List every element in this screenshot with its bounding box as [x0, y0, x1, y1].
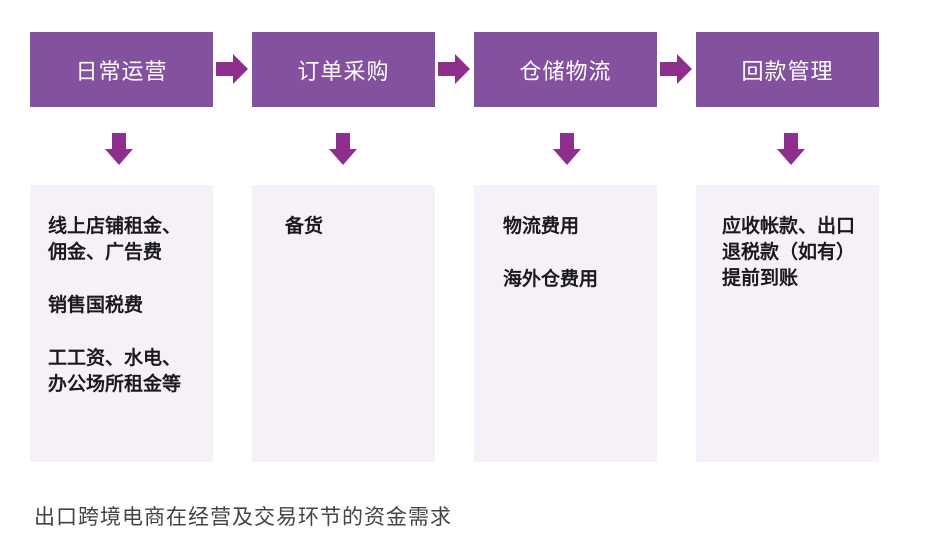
- detail-box-warehouse-logistics: 物流费用 海外仓费用: [474, 185, 657, 462]
- stage-header-daily-operations: 日常运营: [30, 32, 213, 107]
- down-arrow-icon: [105, 133, 133, 165]
- diagram-caption: 出口跨境电商在经营及交易环节的资金需求: [34, 505, 452, 529]
- detail-list: 应收帐款、出口退税款（如有）提前到账: [722, 213, 857, 318]
- right-arrow-icon: [660, 54, 692, 84]
- down-arrow-icon: [329, 133, 357, 165]
- detail-list: 备货: [285, 213, 425, 266]
- detail-list: 线上店铺租金、佣金、广告费 销售国税费 工工资、水电、办公场所租金等: [48, 213, 198, 424]
- right-arrow-icon: [438, 54, 470, 84]
- right-arrow-icon: [216, 54, 248, 84]
- stage-header-warehouse-logistics: 仓储物流: [474, 32, 657, 107]
- detail-item: 销售国税费: [48, 294, 144, 316]
- detail-box-payment-management: 应收帐款、出口退税款（如有）提前到账: [696, 185, 879, 462]
- detail-item: 线上店铺租金、佣金、广告费: [48, 215, 182, 263]
- detail-item: 海外仓费用: [503, 268, 599, 290]
- stage-header-payment-management: 回款管理: [696, 32, 879, 107]
- detail-item: 物流费用: [503, 215, 580, 237]
- detail-item: 应收帐款、出口退税款（如有）提前到账: [722, 215, 856, 289]
- detail-box-daily-operations: 线上店铺租金、佣金、广告费 销售国税费 工工资、水电、办公场所租金等: [30, 185, 213, 462]
- down-arrow-icon: [777, 133, 805, 165]
- detail-list: 物流费用 海外仓费用: [503, 213, 643, 319]
- stage-header-order-purchase: 订单采购: [252, 32, 435, 107]
- down-arrow-icon: [553, 133, 581, 165]
- detail-item: 工工资、水电、办公场所租金等: [48, 347, 182, 395]
- detail-box-order-purchase: 备货: [252, 185, 435, 462]
- detail-item: 备货: [285, 215, 324, 237]
